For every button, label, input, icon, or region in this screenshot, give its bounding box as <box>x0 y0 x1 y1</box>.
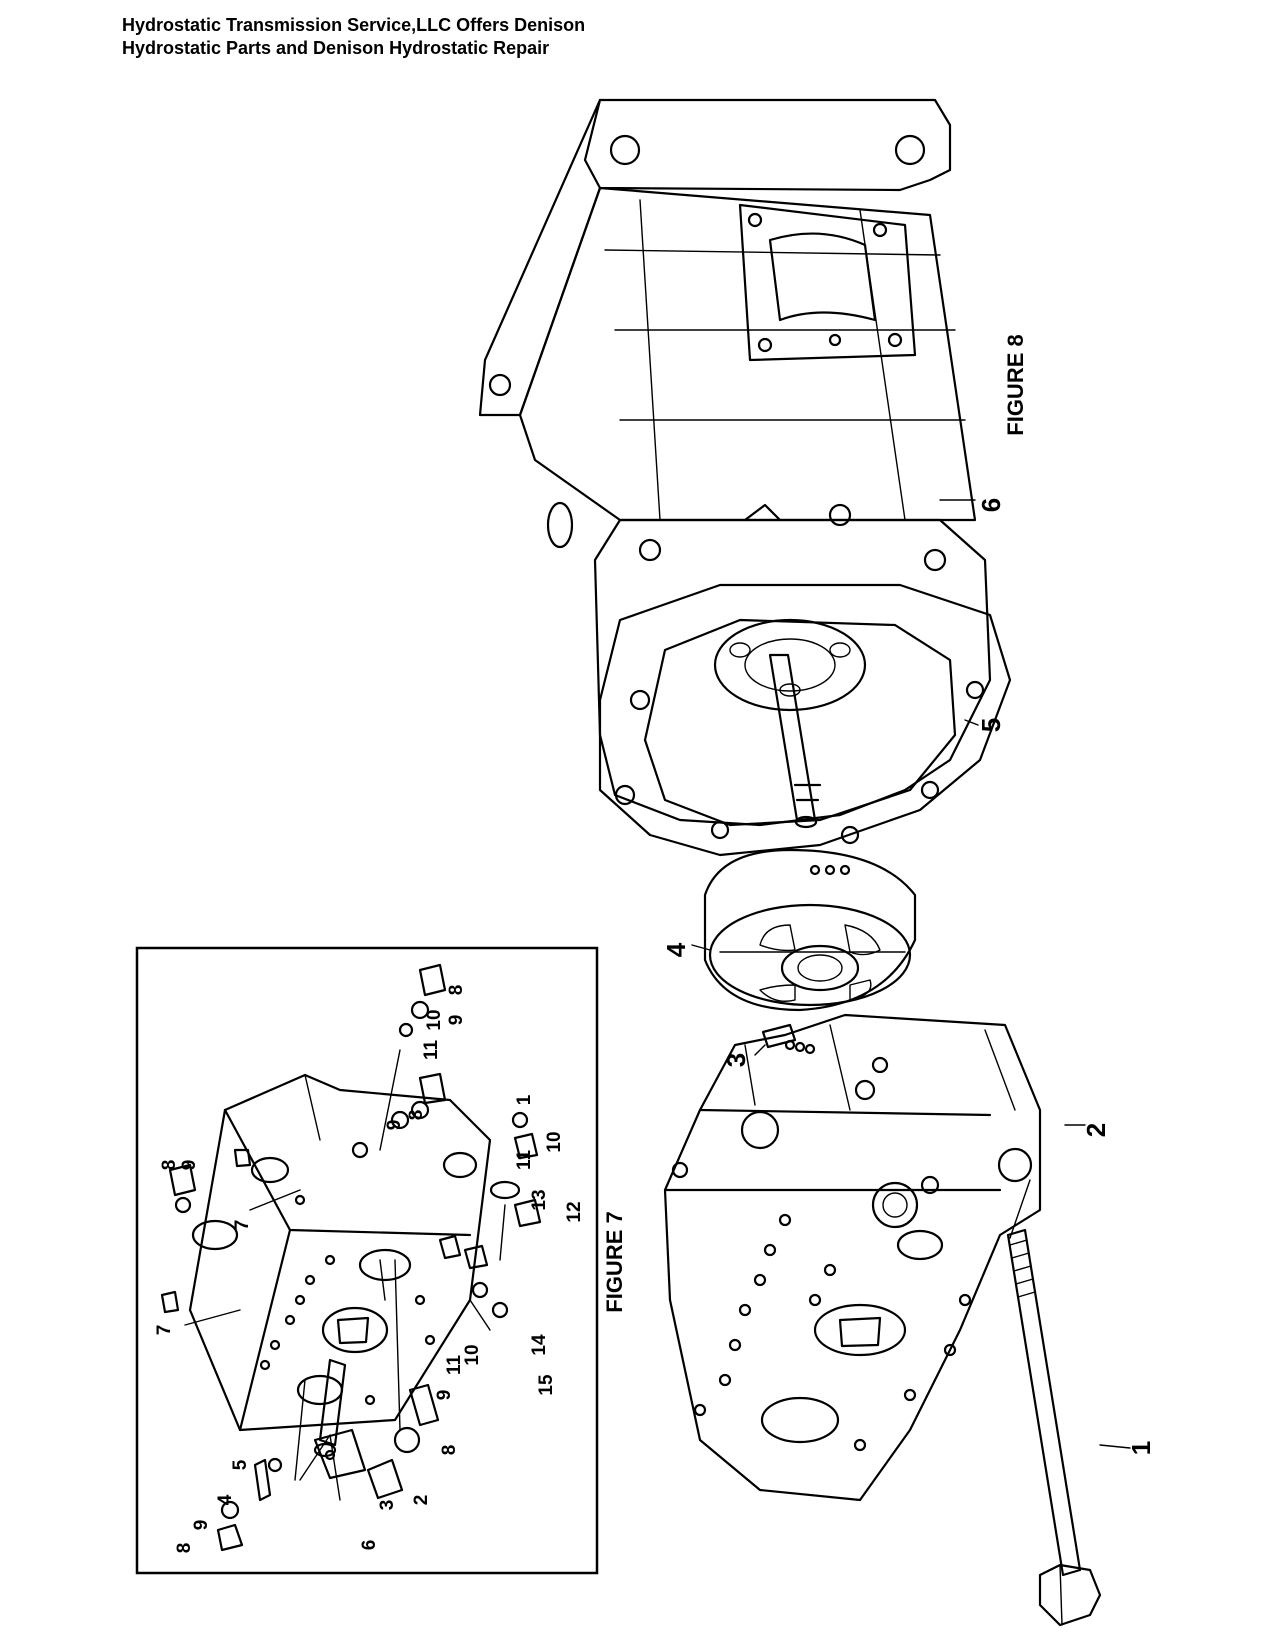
housing-part <box>478 98 992 827</box>
header-line-1: Hydrostatic Transmission Service,LLC Off… <box>122 15 586 35</box>
callout-4: 4 <box>661 942 691 957</box>
f7-callout-8b: 8 <box>406 1110 427 1121</box>
f7-callout-8c: 8 <box>159 1160 180 1171</box>
f7-callout-10a: 10 <box>424 1009 445 1030</box>
through-bolt-part <box>1006 1179 1102 1627</box>
callout-6: 6 <box>976 498 1006 512</box>
page-header: Hydrostatic Transmission Service,LLC Off… <box>122 14 585 60</box>
figure8-caption: FIGURE 8 <box>1003 334 1028 435</box>
f7-callout-8e: 8 <box>174 1543 195 1554</box>
f7-callout-1: 1 <box>514 1094 535 1105</box>
f7-callout-9a: 9 <box>446 1015 467 1026</box>
f7-callout-13: 13 <box>529 1189 550 1210</box>
f7-callout-7b: 7 <box>154 1325 175 1336</box>
callout-5: 5 <box>976 718 1006 732</box>
callout-3: 3 <box>721 1053 751 1067</box>
f7-callout-8a: 8 <box>446 985 467 996</box>
f7-callout-9c: 9 <box>179 1160 200 1171</box>
f7-callout-2: 2 <box>411 1495 432 1506</box>
figure7-inset <box>135 946 599 1575</box>
figure7-frame <box>135 946 599 1575</box>
f7-callout-3: 3 <box>377 1500 398 1511</box>
f7-callout-10c: 10 <box>462 1344 483 1365</box>
callout-1: 1 <box>1126 1441 1156 1455</box>
f7-callout-10b: 10 <box>544 1131 565 1152</box>
header-line-2: Hydrostatic Parts and Denison Hydrostati… <box>122 38 550 58</box>
f7-callout-14: 14 <box>529 1334 550 1356</box>
f7-callout-11c: 11 <box>444 1355 465 1376</box>
rotor-assembly-part <box>713 618 867 829</box>
f7-callout-12: 12 <box>564 1201 585 1222</box>
end-cover-part <box>663 1013 1042 1502</box>
f7-callout-8d: 8 <box>439 1445 460 1456</box>
dowel-pin-part <box>761 1023 816 1055</box>
f7-callout-4: 4 <box>215 1494 236 1505</box>
f7-callout-5: 5 <box>230 1459 251 1470</box>
callout-2: 2 <box>1081 1123 1111 1137</box>
f7-callout-7a: 7 <box>232 1220 253 1231</box>
f7-callout-9e: 9 <box>191 1520 212 1531</box>
f7-callout-6: 6 <box>359 1540 380 1551</box>
figure7-caption: FIGURE 7 <box>602 1211 627 1312</box>
f7-callout-11b: 11 <box>514 1150 535 1171</box>
f7-callout-11a: 11 <box>421 1040 442 1061</box>
f7-callout-9d: 9 <box>434 1390 455 1401</box>
valve-plate-part <box>703 848 917 1012</box>
f7-callout-15: 15 <box>536 1374 557 1396</box>
gasket-part <box>598 583 1012 857</box>
f7-callout-9b: 9 <box>384 1120 405 1131</box>
